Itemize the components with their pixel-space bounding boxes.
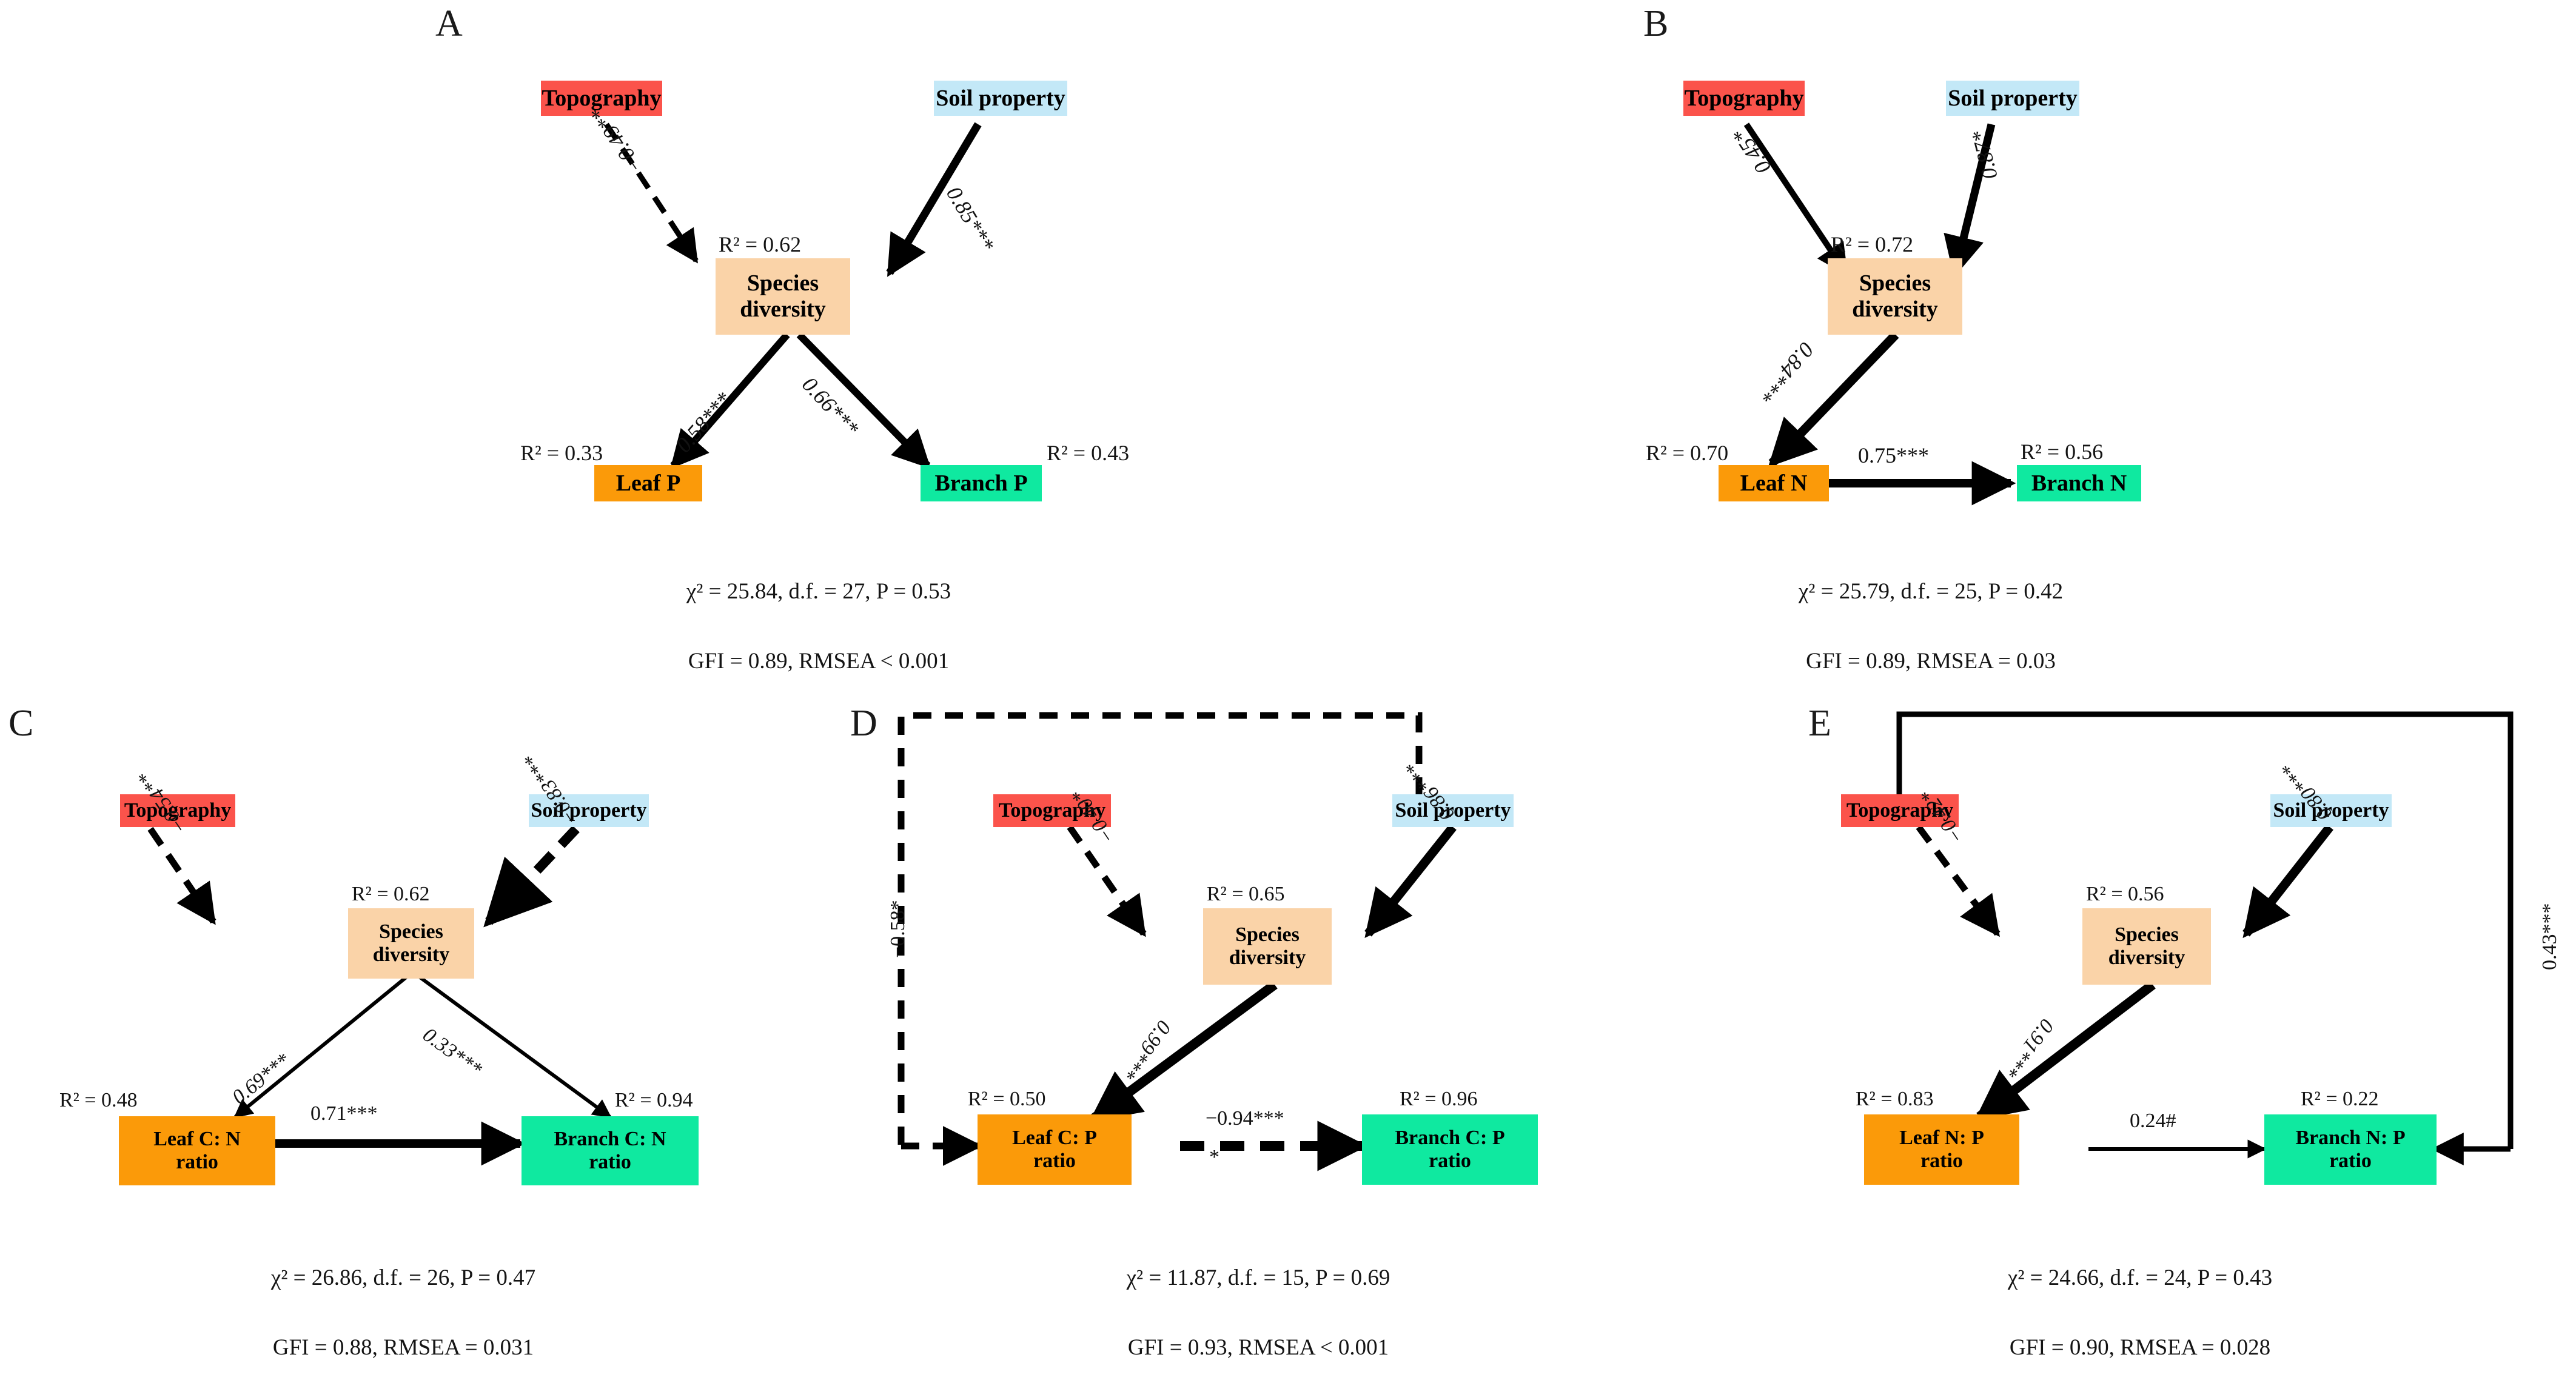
panel-letter-a: A <box>435 3 463 44</box>
node-leaf[interactable]: Leaf C: P ratio <box>978 1114 1132 1185</box>
edge-topography-species <box>147 826 216 925</box>
path-label-leaf-branch: 0.24# <box>2130 1110 2176 1132</box>
node-species-diversity[interactable]: Species diversity <box>716 258 850 335</box>
path-label-species-leaf: 0.58*** <box>671 387 736 457</box>
path-label-leaf-branch: 0.71*** <box>310 1102 378 1125</box>
path-label-species-leaf: 0.84*** <box>1753 337 1819 407</box>
panel-letter-c: C <box>8 703 35 744</box>
node-topography[interactable]: Topography <box>1683 81 1805 116</box>
panel-e-stats: χ² = 24.66, d.f. = 24, P = 0.43 GFI = 0.… <box>1834 1226 2446 1400</box>
panel-c: C Topography Soil property Species diver… <box>0 667 859 1360</box>
r2-species: R² = 0.65 <box>1207 883 1285 905</box>
panel-d-stats: χ² = 11.87, d.f. = 15, P = 0.69 GFI = 0.… <box>952 1226 1565 1400</box>
path-label-soil-leaf-loop: −0.58* <box>887 900 909 958</box>
r2-leaf: R² = 0.33 <box>520 441 603 465</box>
node-soil-property[interactable]: Soil property <box>2270 794 2392 827</box>
node-soil-property[interactable]: Soil property <box>934 81 1067 116</box>
path-label-soil-species: 0.85*** <box>941 182 999 256</box>
r2-branch: R² = 0.94 <box>615 1089 693 1111</box>
path-label-species-leaf: 0.99*** <box>1116 1016 1175 1083</box>
stats-line-2: GFI = 0.88, RMSEA = 0.031 <box>272 1335 534 1361</box>
panel-letter-d: D <box>850 703 878 744</box>
r2-leaf: R² = 0.83 <box>1856 1088 1934 1110</box>
r2-branch: R² = 0.43 <box>1047 441 1130 465</box>
r2-branch: R² = 0.56 <box>2021 440 2104 464</box>
panel-d: D Topography Soil property Species diver… <box>850 667 1737 1360</box>
stats-line-1: χ² = 25.79, d.f. = 25, P = 0.42 <box>1798 579 2064 605</box>
node-soil-property[interactable]: Soil property <box>529 794 649 827</box>
node-leaf[interactable]: Leaf P <box>594 465 702 501</box>
stats-line-1: χ² = 24.66, d.f. = 24, P = 0.43 <box>2007 1265 2273 1291</box>
node-topography[interactable]: Topography <box>541 81 662 116</box>
node-topography[interactable]: Topography <box>993 794 1111 827</box>
path-label-topography-species: 0.45* <box>1728 124 1776 179</box>
panel-c-stats: χ² = 26.86, d.f. = 26, P = 0.47 GFI = 0.… <box>97 1226 709 1400</box>
panel-b: B Topography Soil property Species diver… <box>1288 0 2576 674</box>
node-branch[interactable]: Branch N: P ratio <box>2264 1114 2437 1185</box>
node-branch[interactable]: Branch C: P ratio <box>1362 1114 1538 1185</box>
r2-species: R² = 0.72 <box>1831 232 1914 256</box>
r2-species: R² = 0.62 <box>719 232 802 256</box>
r2-leaf: R² = 0.48 <box>59 1089 138 1111</box>
path-label-species-branch: 0.33*** <box>418 1023 486 1081</box>
edge-species-leaf <box>1089 980 1278 1122</box>
stats-line-1: χ² = 26.86, d.f. = 26, P = 0.47 <box>270 1265 536 1291</box>
path-label-soil-species: 0.87* <box>1967 128 2002 182</box>
node-species-diversity[interactable]: Species diversity <box>1203 908 1332 985</box>
stats-line-1: χ² = 11.87, d.f. = 15, P = 0.69 <box>1126 1265 1390 1291</box>
stats-line-2: GFI = 0.89, RMSEA < 0.001 <box>688 649 950 674</box>
panel-b-stats: χ² = 25.79, d.f. = 25, P = 0.42 GFI = 0.… <box>1640 540 2222 714</box>
path-label-species-leaf: 0.91*** <box>1999 1014 2058 1082</box>
path-label-leaf-branch: −0.94*** <box>1206 1107 1284 1130</box>
node-species-diversity[interactable]: Species diversity <box>2082 908 2211 985</box>
node-leaf[interactable]: Leaf N <box>1719 465 1829 501</box>
panel-letter-e: E <box>1808 703 1832 744</box>
node-branch[interactable]: Branch C: N ratio <box>522 1116 699 1185</box>
path-label-species-leaf: 0.69*** <box>228 1049 295 1109</box>
node-species-diversity[interactable]: Species diversity <box>1828 258 1962 335</box>
node-branch[interactable]: Branch P <box>921 465 1042 501</box>
node-soil-property[interactable]: Soil property <box>1946 81 2079 116</box>
r2-branch: R² = 0.96 <box>1400 1088 1478 1110</box>
stats-line-1: χ² = 25.84, d.f. = 27, P = 0.53 <box>686 579 951 605</box>
node-soil-property[interactable]: Soil property <box>1392 794 1514 827</box>
path-label-topography-branch-loop: 0.43*** <box>2538 903 2561 971</box>
r2-branch: R² = 0.22 <box>2301 1088 2379 1110</box>
panel-letter-b: B <box>1643 3 1669 44</box>
edge-soil-species <box>483 825 580 928</box>
edge-species-leaf <box>233 974 409 1119</box>
r2-species: R² = 0.62 <box>352 883 430 905</box>
edge-soil-species <box>1364 824 1457 939</box>
node-leaf[interactable]: Leaf N: P ratio <box>1864 1114 2019 1185</box>
r2-leaf: R² = 0.50 <box>968 1088 1046 1110</box>
r2-leaf: R² = 0.70 <box>1646 441 1729 465</box>
stats-line-2: GFI = 0.93, RMSEA < 0.001 <box>1127 1335 1389 1361</box>
edge-soil-species <box>2242 824 2333 939</box>
panel-a: A Topography Soil property Species diver… <box>0 0 1288 674</box>
panel-e: E Topography Soil property Species diver… <box>1737 667 2576 1360</box>
node-leaf[interactable]: Leaf C: N ratio <box>119 1116 275 1185</box>
path-label-leaf-branch: 0.75*** <box>1858 443 1929 467</box>
node-topography[interactable]: Topography <box>1841 794 1959 827</box>
r2-species: R² = 0.56 <box>2086 883 2164 905</box>
node-branch[interactable]: Branch N <box>2017 465 2141 501</box>
path-label-species-branch: 0.66*** <box>797 372 864 441</box>
panel-a-stats: χ² = 25.84, d.f. = 27, P = 0.53 GFI = 0.… <box>528 540 1110 714</box>
edge-soil-leaf-loop <box>897 712 1423 1146</box>
edge-species-leaf <box>1974 980 2156 1121</box>
stats-line-2: GFI = 0.90, RMSEA = 0.028 <box>2009 1335 2271 1361</box>
stats-line-2: GFI = 0.89, RMSEA = 0.03 <box>1806 649 2056 674</box>
node-topography[interactable]: Topography <box>120 794 235 827</box>
edge-topography-species <box>1916 825 2001 937</box>
path-label-leaf-branch-cont: * <box>1209 1146 1219 1168</box>
node-species-diversity[interactable]: Species diversity <box>348 908 474 979</box>
